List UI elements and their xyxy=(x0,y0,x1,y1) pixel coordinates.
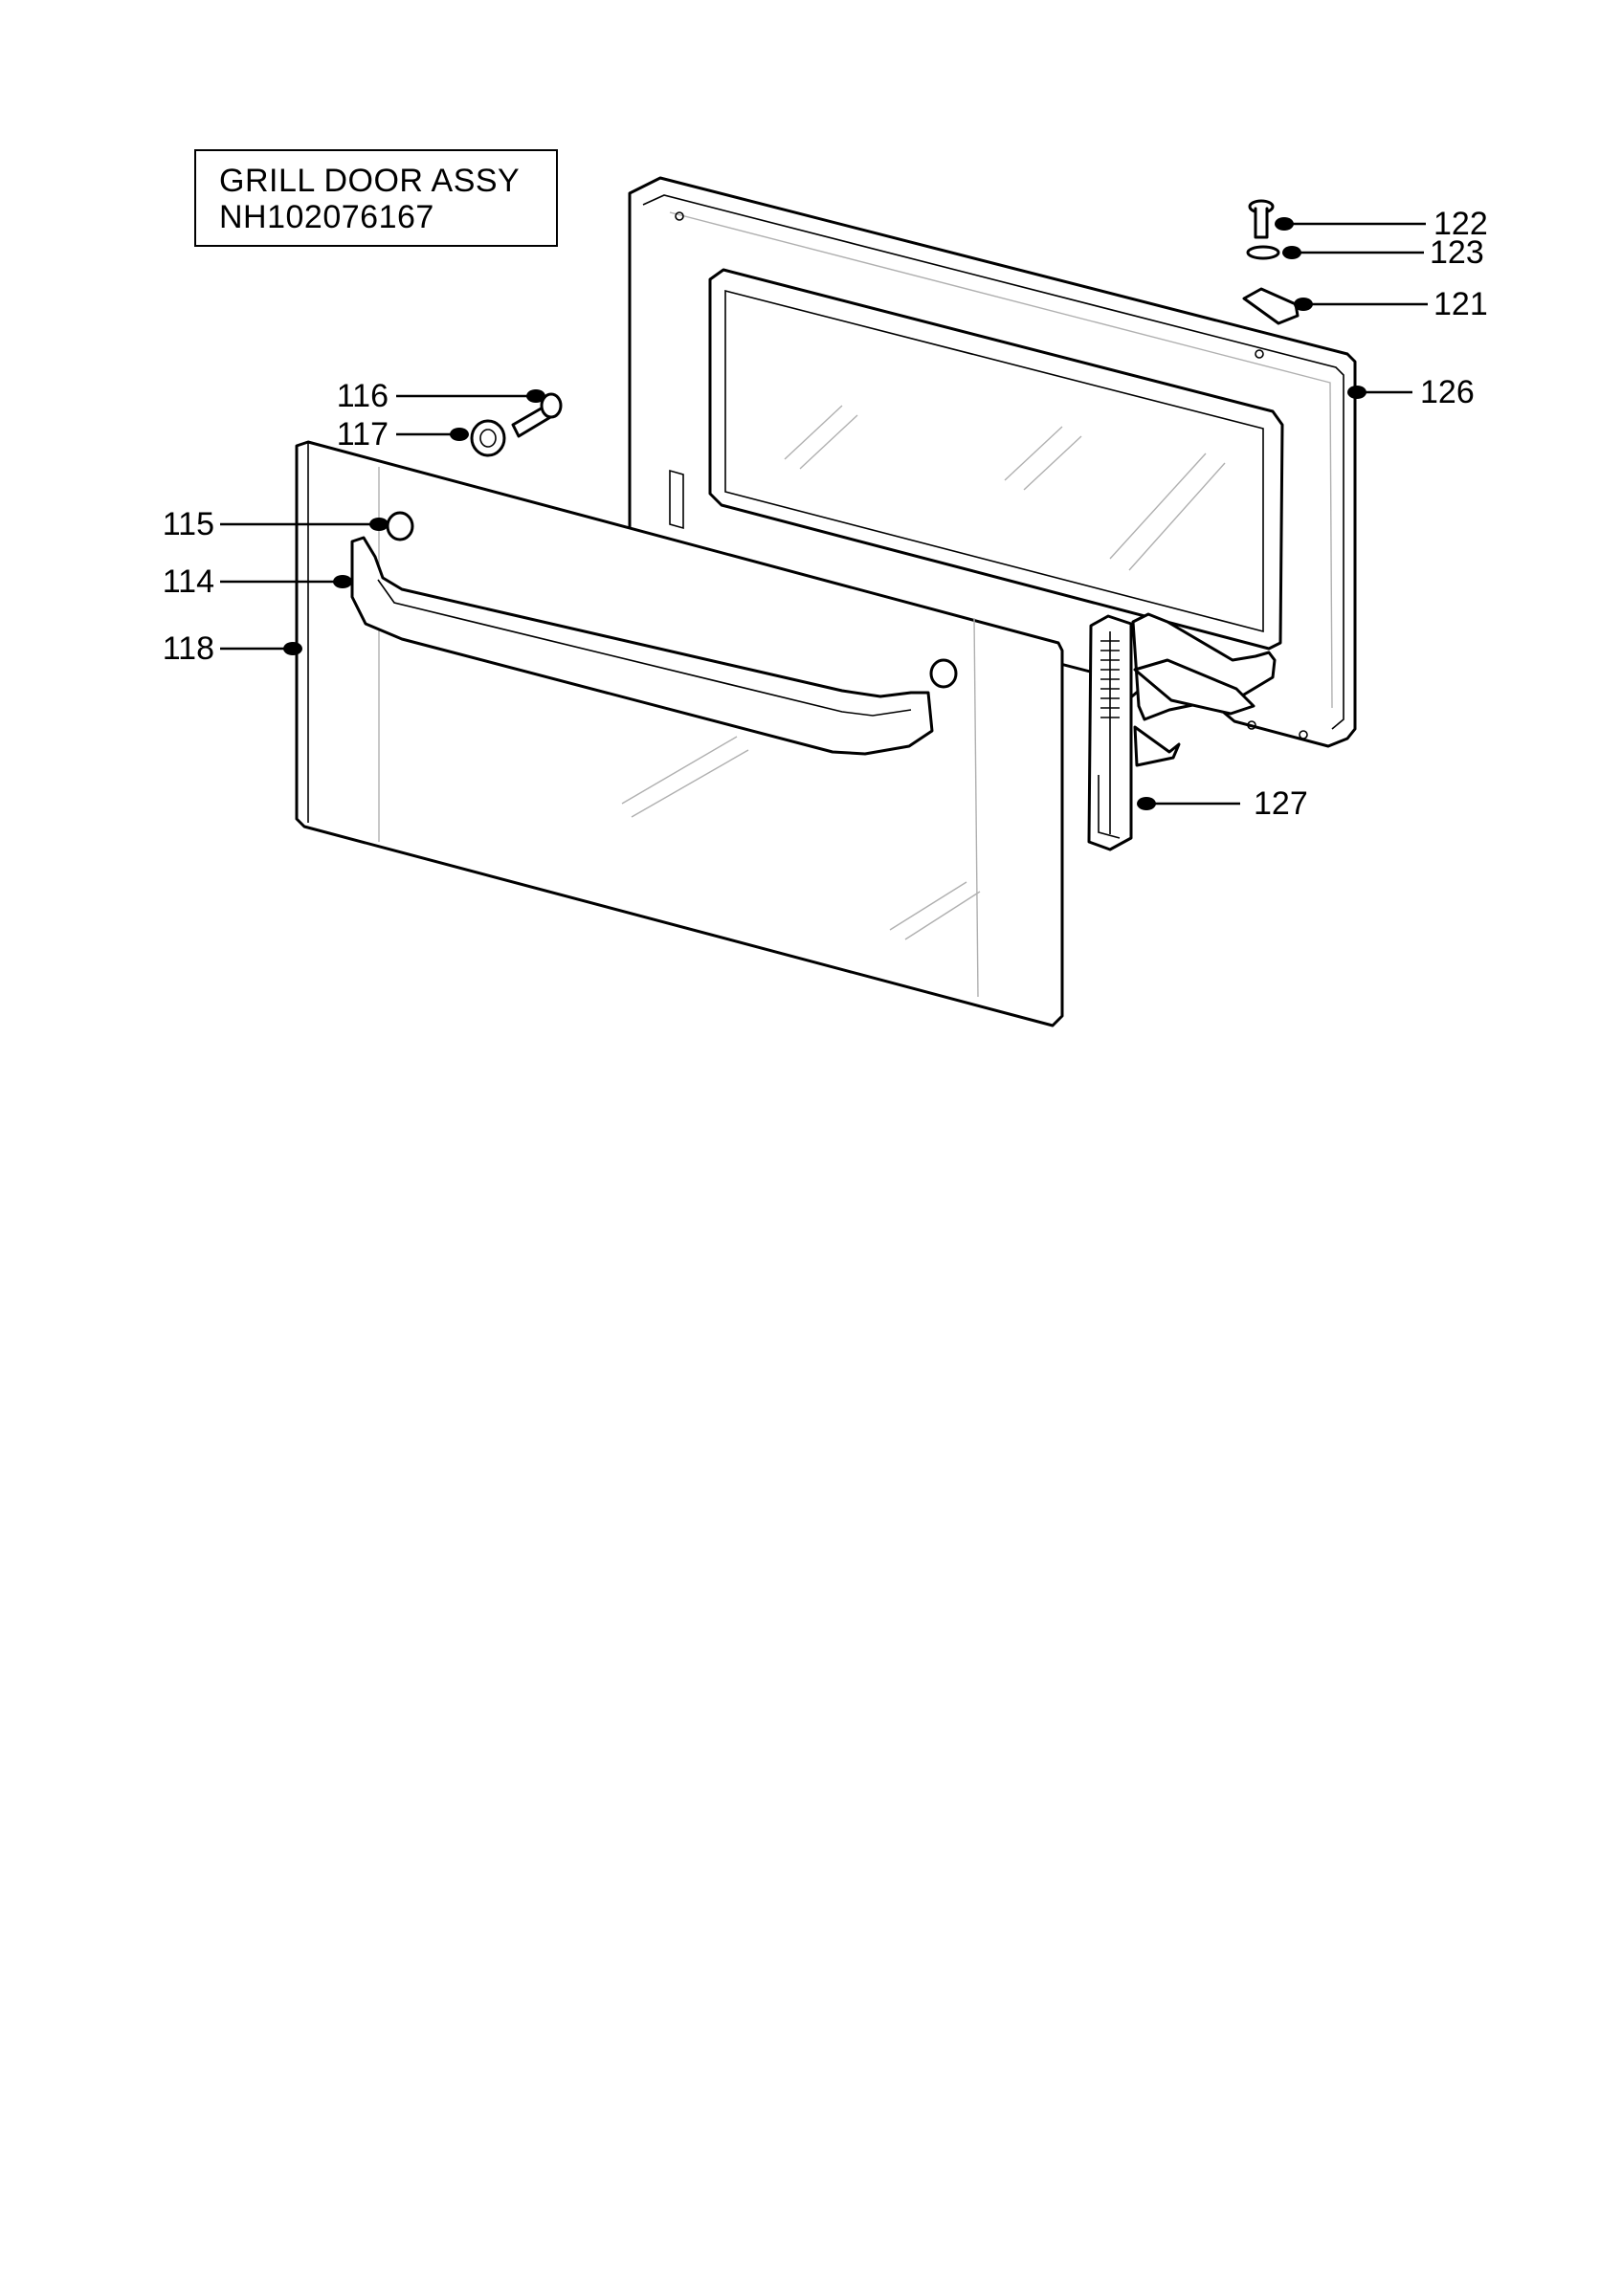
callout-117: 117 xyxy=(337,416,469,453)
inner-door-panel xyxy=(628,176,1357,748)
assembly-name: GRILL DOOR ASSY xyxy=(219,163,521,199)
callout-label: 115 xyxy=(163,506,214,542)
callout-dot xyxy=(1275,217,1294,231)
callout-label: 126 xyxy=(1420,374,1475,410)
door-handle xyxy=(350,536,934,756)
callout-dot xyxy=(1347,386,1366,399)
callout-dot xyxy=(369,518,389,531)
callout-dot xyxy=(1137,797,1156,810)
title-box: GRILL DOOR ASSY NH102076167 xyxy=(194,149,558,247)
callout-label: 118 xyxy=(163,630,214,667)
callout-label: 121 xyxy=(1433,286,1488,322)
callout-dot xyxy=(1282,246,1301,259)
callout-114: 114 xyxy=(163,563,352,600)
callout-126: 126 xyxy=(1347,374,1475,410)
callout-121: 121 xyxy=(1294,286,1488,322)
rivet-122 xyxy=(1248,199,1275,239)
callout-label: 123 xyxy=(1430,234,1484,271)
callout-label: 116 xyxy=(337,378,389,414)
assembly-part-number: NH102076167 xyxy=(219,199,434,235)
callout-122: 122 xyxy=(1275,206,1488,242)
callout-115: 115 xyxy=(163,506,389,542)
callout-116: 116 xyxy=(337,378,545,414)
callout-dot xyxy=(333,575,352,588)
callout-dot xyxy=(283,642,302,655)
callout-label: 117 xyxy=(337,416,389,453)
callout-118: 118 xyxy=(163,630,302,667)
screw-116 xyxy=(511,392,563,438)
callout-dot xyxy=(450,428,469,441)
cap-115-right xyxy=(929,658,958,689)
callout-label: 122 xyxy=(1433,206,1488,242)
callout-dot xyxy=(526,389,545,403)
cap-115 xyxy=(386,511,414,541)
outer-door-panel xyxy=(295,440,1064,1027)
callout-dot xyxy=(1294,298,1313,311)
callout-127: 127 xyxy=(1137,785,1308,822)
washer-123 xyxy=(1246,245,1280,260)
washer-117 xyxy=(470,419,506,457)
hinge xyxy=(1087,612,1277,851)
callout-label: 114 xyxy=(163,563,214,600)
clip-121 xyxy=(1242,287,1300,325)
callout-123: 123 xyxy=(1282,234,1484,271)
callout-label: 127 xyxy=(1254,785,1308,822)
